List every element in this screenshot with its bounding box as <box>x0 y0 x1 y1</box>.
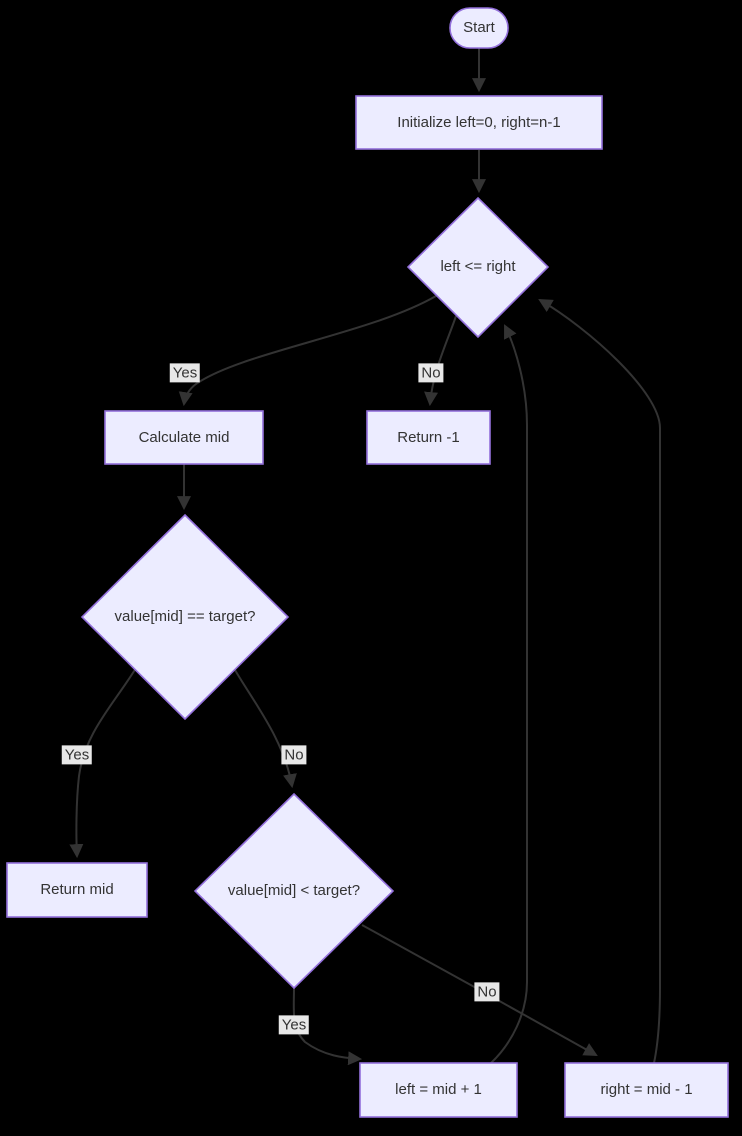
node-shapes <box>6 7 729 1118</box>
edge-right-update-loop-to-cond-loop <box>538 298 661 1064</box>
return-neg1-node-shape <box>366 410 491 465</box>
cond-loop-diamond-shape <box>406 196 550 339</box>
return-mid-node-shape <box>6 862 148 918</box>
edge-cond-equal-yes-to-return-mid <box>69 667 137 859</box>
edge-cond-loop-no-to-return-neg1 <box>424 315 457 407</box>
edge-cond-less-yes-to-left-update <box>292 987 363 1066</box>
init-node-shape <box>355 95 603 150</box>
edge-left-update-loop-to-cond-loop <box>490 324 528 1064</box>
start-node-shape <box>449 7 509 49</box>
edge-cond-equal-no-to-cond-less <box>234 669 297 789</box>
edge-cond-less-no-to-right-update <box>361 924 598 1057</box>
left-update-node-shape <box>359 1062 518 1118</box>
calc-mid-node-shape <box>104 410 264 465</box>
cond-equal-diamond-shape <box>80 513 290 721</box>
cond-less-diamond-shape <box>193 792 395 990</box>
right-update-node-shape <box>564 1062 729 1118</box>
edge-cond-loop-yes-to-calc-mid <box>178 295 437 407</box>
